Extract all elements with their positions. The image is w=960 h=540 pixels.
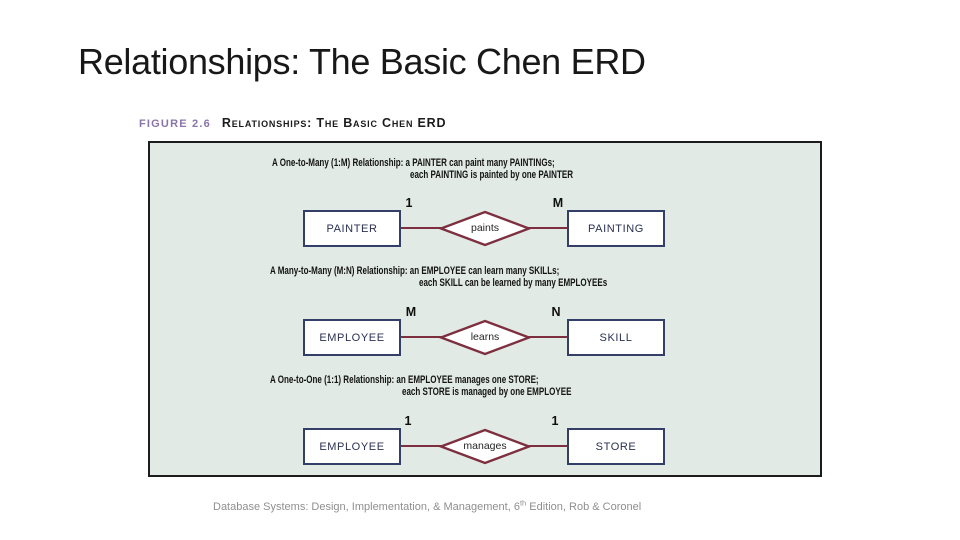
entity-box-employee: EMPLOYEE: [303, 319, 401, 356]
figure-caption-text: Relationships: The Basic Chen ERD: [221, 116, 447, 130]
relationship-label: paints: [470, 222, 500, 234]
entity-label: EMPLOYEE: [319, 331, 385, 344]
source-citation: Database Systems: Design, Implementation…: [213, 498, 642, 514]
citation-superscript: th: [519, 498, 527, 508]
entity-label: EMPLOYEE: [319, 440, 385, 453]
diamond-shape-icon: [439, 210, 531, 247]
connectivity-label-right: N: [551, 305, 561, 319]
diamond-shape-icon: [439, 428, 531, 465]
figure-panel: A One-to-Many (1:M) Relationship: a PAIN…: [148, 141, 822, 477]
connectivity-label-left: 1: [404, 414, 412, 428]
heading-line-1: A Many-to-Many (M:N) Relationship: an EM…: [270, 265, 560, 277]
connectivity-label-right: 1: [551, 414, 559, 428]
heading-line-2: each PAINTING is painted by one PAINTER: [410, 169, 574, 181]
entity-box-painter: PAINTER: [303, 210, 401, 247]
entity-box-store: STORE: [567, 428, 665, 465]
heading-line-2: each STORE is managed by one EMPLOYEE: [402, 386, 572, 398]
entity-box-skill: SKILL: [567, 319, 665, 356]
connectivity-label-left: M: [405, 305, 417, 319]
page-title: Relationships: The Basic Chen ERD: [78, 41, 646, 82]
citation-suffix: Edition, Rob & Coronel: [526, 501, 642, 513]
heading-line-1: A One-to-One (1:1) Relationship: an EMPL…: [270, 374, 539, 386]
relationship-label: manages: [463, 440, 507, 452]
entity-label: SKILL: [599, 331, 633, 344]
entity-label: PAINTING: [588, 222, 644, 235]
entity-label: PAINTER: [326, 222, 378, 235]
connectivity-label-right: M: [552, 196, 564, 210]
relationship-label: learns: [470, 331, 500, 343]
figure-number-label: FIGURE 2.6: [139, 118, 211, 130]
section-heading: A Many-to-Many (M:N) Relationship: an EM…: [270, 265, 677, 289]
entity-box-employee: EMPLOYEE: [303, 428, 401, 465]
diamond-shape-icon: [439, 319, 531, 356]
figure-caption-row: FIGURE 2.6 Relationships: The Basic Chen…: [139, 116, 446, 130]
relationship-diamond: learns: [439, 319, 531, 356]
section-heading: A One-to-One (1:1) Relationship: an EMPL…: [270, 374, 638, 398]
relationship-diamond: paints: [439, 210, 531, 247]
heading-line-1: A One-to-Many (1:M) Relationship: a PAIN…: [272, 157, 555, 169]
entity-label: STORE: [595, 440, 637, 453]
section-heading: A One-to-Many (1:M) Relationship: a PAIN…: [272, 157, 659, 181]
relationship-diamond: manages: [439, 428, 531, 465]
heading-line-2: each SKILL can be learned by many EMPLOY…: [419, 277, 608, 289]
citation-prefix: Database Systems: Design, Implementation…: [213, 501, 520, 513]
entity-box-painting: PAINTING: [567, 210, 665, 247]
connectivity-label-left: 1: [405, 196, 413, 210]
